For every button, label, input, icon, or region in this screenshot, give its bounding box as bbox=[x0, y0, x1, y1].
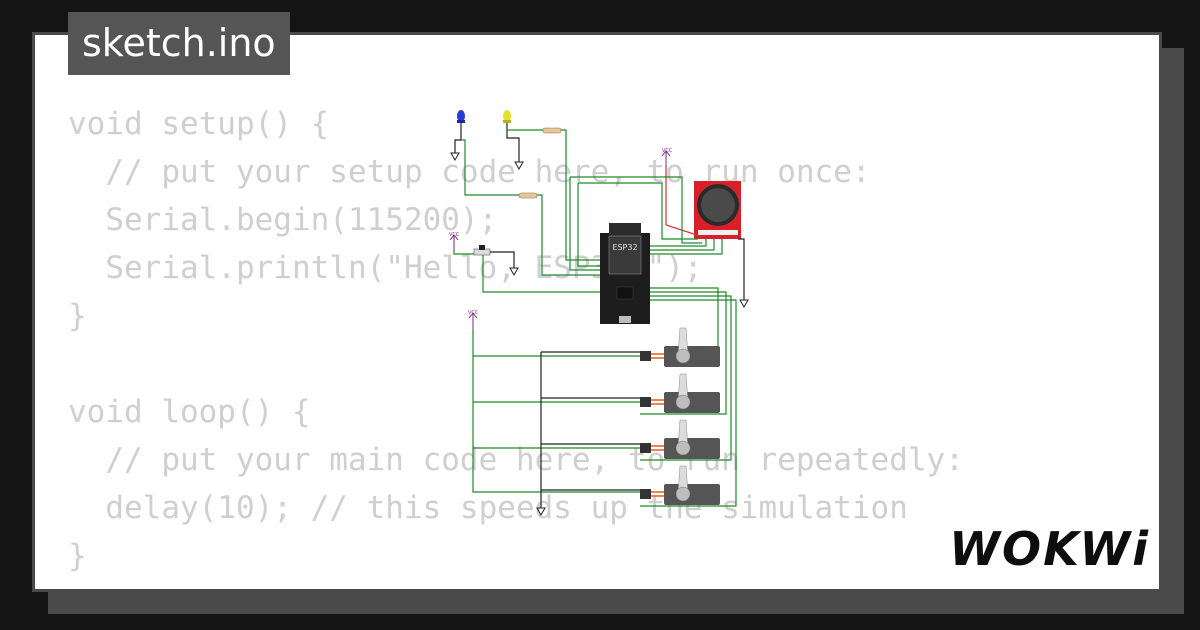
svg-text:VCC: VCC bbox=[662, 148, 673, 154]
preview-card bbox=[32, 32, 1162, 592]
servo-4[interactable] bbox=[640, 465, 720, 505]
svg-text:VCC: VCC bbox=[468, 310, 479, 316]
sketch-tab[interactable]: sketch.ino bbox=[68, 12, 290, 75]
ground-icon bbox=[450, 152, 460, 162]
code-line: } bbox=[68, 298, 87, 334]
ground-icon bbox=[514, 161, 524, 171]
resistor-1[interactable] bbox=[542, 127, 562, 134]
resistor-2[interactable] bbox=[518, 192, 538, 199]
code-line: void setup() { bbox=[68, 106, 330, 142]
servo-3[interactable] bbox=[640, 419, 720, 459]
vcc-icon: VCC bbox=[468, 310, 479, 330]
servo-2[interactable] bbox=[640, 373, 720, 413]
switch[interactable] bbox=[473, 245, 491, 256]
ground-icon bbox=[509, 267, 519, 277]
ground-icon bbox=[739, 299, 749, 309]
ground-icon bbox=[536, 507, 546, 517]
wokwi-logo: WOKWi bbox=[949, 522, 1150, 576]
joystick[interactable] bbox=[694, 181, 741, 239]
servo-1[interactable] bbox=[640, 327, 720, 367]
code-line: void loop() { bbox=[68, 394, 311, 430]
code-line: delay(10); // this speeds up the simulat… bbox=[68, 490, 908, 526]
vcc-icon: VCC bbox=[661, 148, 673, 166]
esp32-board[interactable]: ESP32 bbox=[600, 223, 650, 324]
code-line: } bbox=[68, 538, 87, 574]
yellow-led[interactable] bbox=[503, 110, 511, 123]
blue-led[interactable] bbox=[457, 110, 465, 123]
svg-text:ESP32: ESP32 bbox=[612, 243, 637, 252]
svg-text:VCC: VCC bbox=[449, 232, 460, 238]
vcc-icon: VCC bbox=[449, 232, 460, 250]
code-line: Serial.begin(115200); bbox=[68, 202, 498, 238]
